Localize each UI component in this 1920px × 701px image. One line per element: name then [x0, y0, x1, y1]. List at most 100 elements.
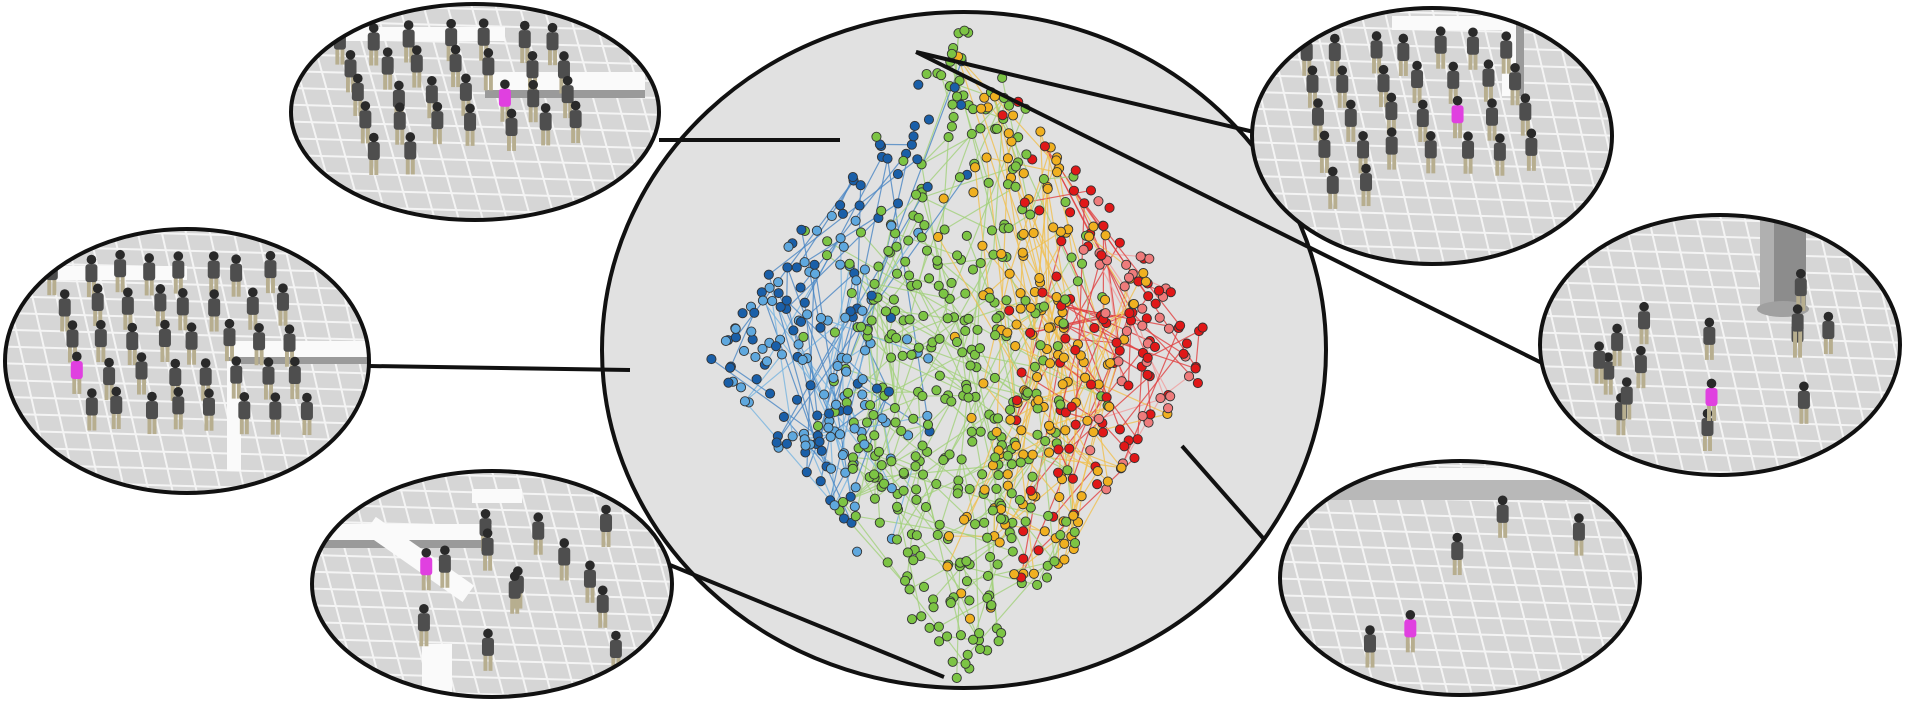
graph-node-red — [1053, 467, 1064, 478]
graph-node-green — [991, 123, 1003, 134]
crowd-agent — [438, 545, 451, 588]
graph-node-green — [1015, 457, 1026, 468]
graph-node-green — [992, 559, 1003, 570]
graph-node-green — [798, 331, 809, 342]
graph-node-red — [1178, 348, 1189, 359]
graph-node-green — [1061, 516, 1072, 527]
graph-edge — [1106, 260, 1126, 287]
graph-edge — [1020, 312, 1133, 578]
graph-node-red — [1089, 322, 1100, 333]
graph-node-orange — [1059, 538, 1070, 549]
graph-node-green — [1002, 450, 1013, 461]
graph-node-green — [956, 454, 967, 465]
graph-node-orange — [977, 240, 988, 251]
graph-node-orange — [1018, 228, 1029, 239]
graph-node-light-blue — [739, 396, 751, 407]
crowd-agent — [527, 79, 540, 123]
graph-node-red — [1025, 485, 1036, 496]
graph-node-green — [952, 250, 963, 261]
graph-node-red — [1143, 291, 1154, 302]
graph-node-green — [977, 469, 988, 480]
graph-node-red — [1119, 441, 1130, 452]
graph-edge — [947, 254, 995, 396]
crowd-agent — [223, 318, 236, 362]
graph-node-orange — [1017, 247, 1028, 258]
crowd-agent — [208, 289, 221, 332]
graph-node-green — [903, 235, 914, 246]
graph-node-green — [1066, 252, 1077, 263]
graph-node-light-blue — [829, 500, 840, 511]
crowd-agent — [1509, 62, 1522, 106]
graph-node-orange — [1044, 447, 1055, 458]
graph-node-dark-blue — [815, 476, 826, 487]
graph-node-dark-blue — [765, 388, 776, 399]
graph-node-light-blue — [832, 361, 843, 372]
graph-node-light-blue — [783, 241, 794, 252]
graph-node-orange — [1035, 126, 1046, 137]
graph-node-green — [974, 628, 985, 639]
graph-node-green — [869, 278, 880, 289]
graph-node-red — [1097, 427, 1109, 438]
graph-node-green — [991, 483, 1002, 494]
graph-node-orange — [1002, 153, 1013, 164]
graph-node-orange — [943, 531, 954, 542]
crowd-agent — [481, 628, 494, 671]
graph-node-red — [1175, 320, 1186, 331]
graph-node-red — [1132, 434, 1143, 445]
graph-node-green — [921, 245, 933, 256]
graph-edge — [894, 320, 905, 409]
graph-node-green — [1060, 294, 1071, 305]
graph-node-green — [946, 48, 957, 59]
graph-node-green — [979, 517, 990, 528]
crowd-agent — [276, 283, 289, 326]
graph-node-green — [869, 469, 880, 480]
graph-node-green — [1005, 404, 1016, 415]
graph-node-dark-blue — [845, 306, 856, 317]
graph-node-red — [1056, 236, 1067, 247]
graph-node-light-blue — [738, 345, 750, 357]
graph-edge — [1195, 330, 1200, 367]
graph-node-pink — [1121, 259, 1132, 270]
graph-node-green — [837, 496, 849, 508]
graph-node-light-blue — [773, 277, 784, 288]
graph-edge — [1011, 440, 1046, 494]
graph-node-green — [917, 391, 928, 402]
graph-node-orange — [1104, 401, 1115, 412]
graph-edge — [897, 509, 970, 601]
graph-node-red — [1068, 185, 1079, 196]
graph-node-orange — [1082, 415, 1093, 426]
graph-node-red — [1070, 165, 1081, 176]
graph-node-green — [955, 630, 966, 641]
graph-node-green — [1021, 149, 1032, 160]
graph-node-orange — [1043, 322, 1054, 333]
crowd-agent — [300, 392, 313, 436]
graph-node-green — [960, 325, 971, 336]
graph-node-green — [942, 313, 953, 324]
crowd-agent — [1602, 352, 1615, 395]
graph-node-light-blue — [886, 483, 897, 494]
graph-node-light-blue — [849, 501, 860, 512]
graph-node-green — [975, 123, 986, 134]
graph-node-dark-blue — [866, 290, 877, 301]
graph-node-red — [1053, 444, 1064, 455]
graph-node-pink — [1155, 393, 1166, 404]
graph-node-pink — [1078, 244, 1089, 255]
graph-node-green — [961, 556, 972, 567]
graph-node-dark-blue — [706, 354, 717, 365]
graph-node-light-blue — [799, 257, 810, 268]
graph-edge — [1099, 264, 1171, 397]
graph-node-green — [871, 131, 882, 142]
graph-node-green — [983, 177, 994, 188]
graph-node-green — [986, 225, 998, 236]
graph-edge — [1049, 320, 1060, 364]
graph-node-green — [948, 111, 959, 123]
graph-node-orange — [1015, 303, 1026, 314]
graph-node-orange — [1116, 462, 1127, 473]
graph-edge — [903, 319, 963, 353]
crowd-agent — [1466, 27, 1479, 70]
graph-node-dark-blue — [725, 362, 736, 373]
graph-node-green — [932, 529, 943, 540]
graph-node-green — [855, 321, 867, 332]
graph-node-red — [1154, 285, 1165, 296]
crowd-agent — [185, 322, 198, 365]
